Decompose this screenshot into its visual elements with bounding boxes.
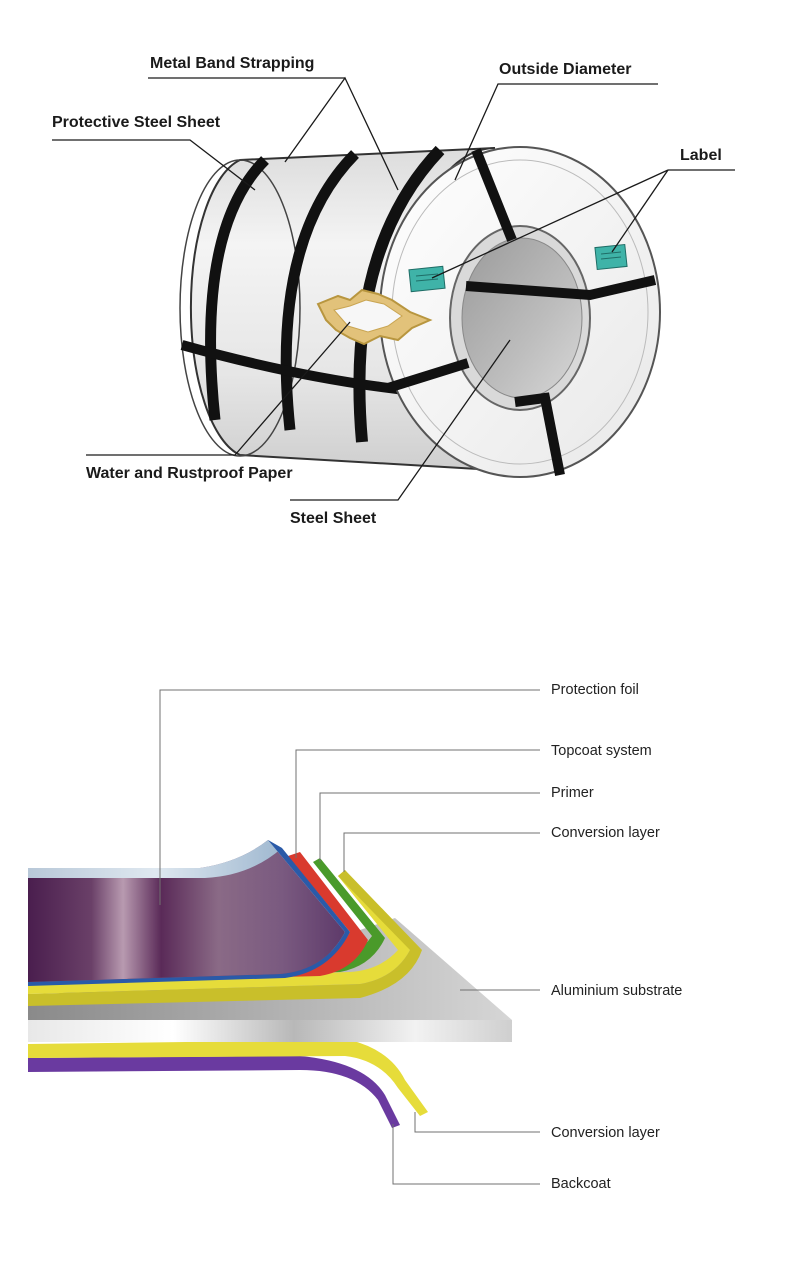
band-strap [465, 275, 657, 301]
label-water-rustproof-paper: Water and Rustproof Paper [86, 465, 293, 482]
leader-conversion-bottom [414, 1112, 540, 1133]
band-strap [386, 358, 470, 393]
leader-conversion-top [343, 832, 540, 872]
label-steel-sheet: Steel Sheet [290, 510, 377, 527]
coil-label-tag [408, 265, 446, 293]
coil-diagram: Metal Band Strapping Outside Diameter Pr… [52, 55, 735, 527]
leader-protective-sheet [52, 139, 256, 191]
layer-aluminium-substrate [28, 1020, 512, 1042]
leader-label-1 [431, 169, 669, 279]
band-strap [280, 150, 359, 431]
leader-topcoat [295, 749, 540, 858]
label-topcoat-system: Topcoat system [551, 743, 652, 759]
label-label: Label [680, 147, 722, 164]
label-protection-foil: Protection foil [551, 682, 639, 698]
coil-back-edge [179, 159, 301, 457]
coil-inner-bore [461, 237, 583, 399]
band-strap [180, 340, 406, 395]
leader-primer [319, 792, 540, 862]
leader-backcoat [392, 1124, 540, 1185]
leader-protection-foil [159, 689, 540, 905]
leader-steel-sheet [290, 339, 511, 501]
label-metal-band-strapping: Metal Band Strapping [150, 55, 314, 72]
label-backcoat: Backcoat [551, 1176, 611, 1192]
label-conversion-layer-bottom: Conversion layer [551, 1125, 660, 1141]
layer-conversion-bottom [28, 1040, 428, 1116]
label-outside-diameter: Outside Diameter [499, 61, 631, 78]
band-strap [514, 392, 565, 476]
layer-backcoat [28, 1056, 400, 1128]
leader-outside-diameter [454, 83, 658, 181]
leader-label-2 [611, 169, 669, 253]
band-strap [471, 148, 517, 242]
band-strap [205, 156, 269, 421]
layer-diagram: Protection foil Topcoat system Primer Co… [28, 682, 682, 1192]
label-protective-steel-sheet: Protective Steel Sheet [52, 114, 221, 131]
rustproof-paper-opening [333, 299, 403, 333]
label-conversion-layer-top: Conversion layer [551, 825, 660, 841]
leader-paper [86, 321, 351, 456]
coil-label-tag [594, 243, 628, 271]
label-aluminium-substrate: Aluminium substrate [551, 983, 682, 999]
label-primer: Primer [551, 785, 594, 801]
layer-protection-foil-top [28, 840, 282, 878]
band-strap [353, 145, 445, 443]
